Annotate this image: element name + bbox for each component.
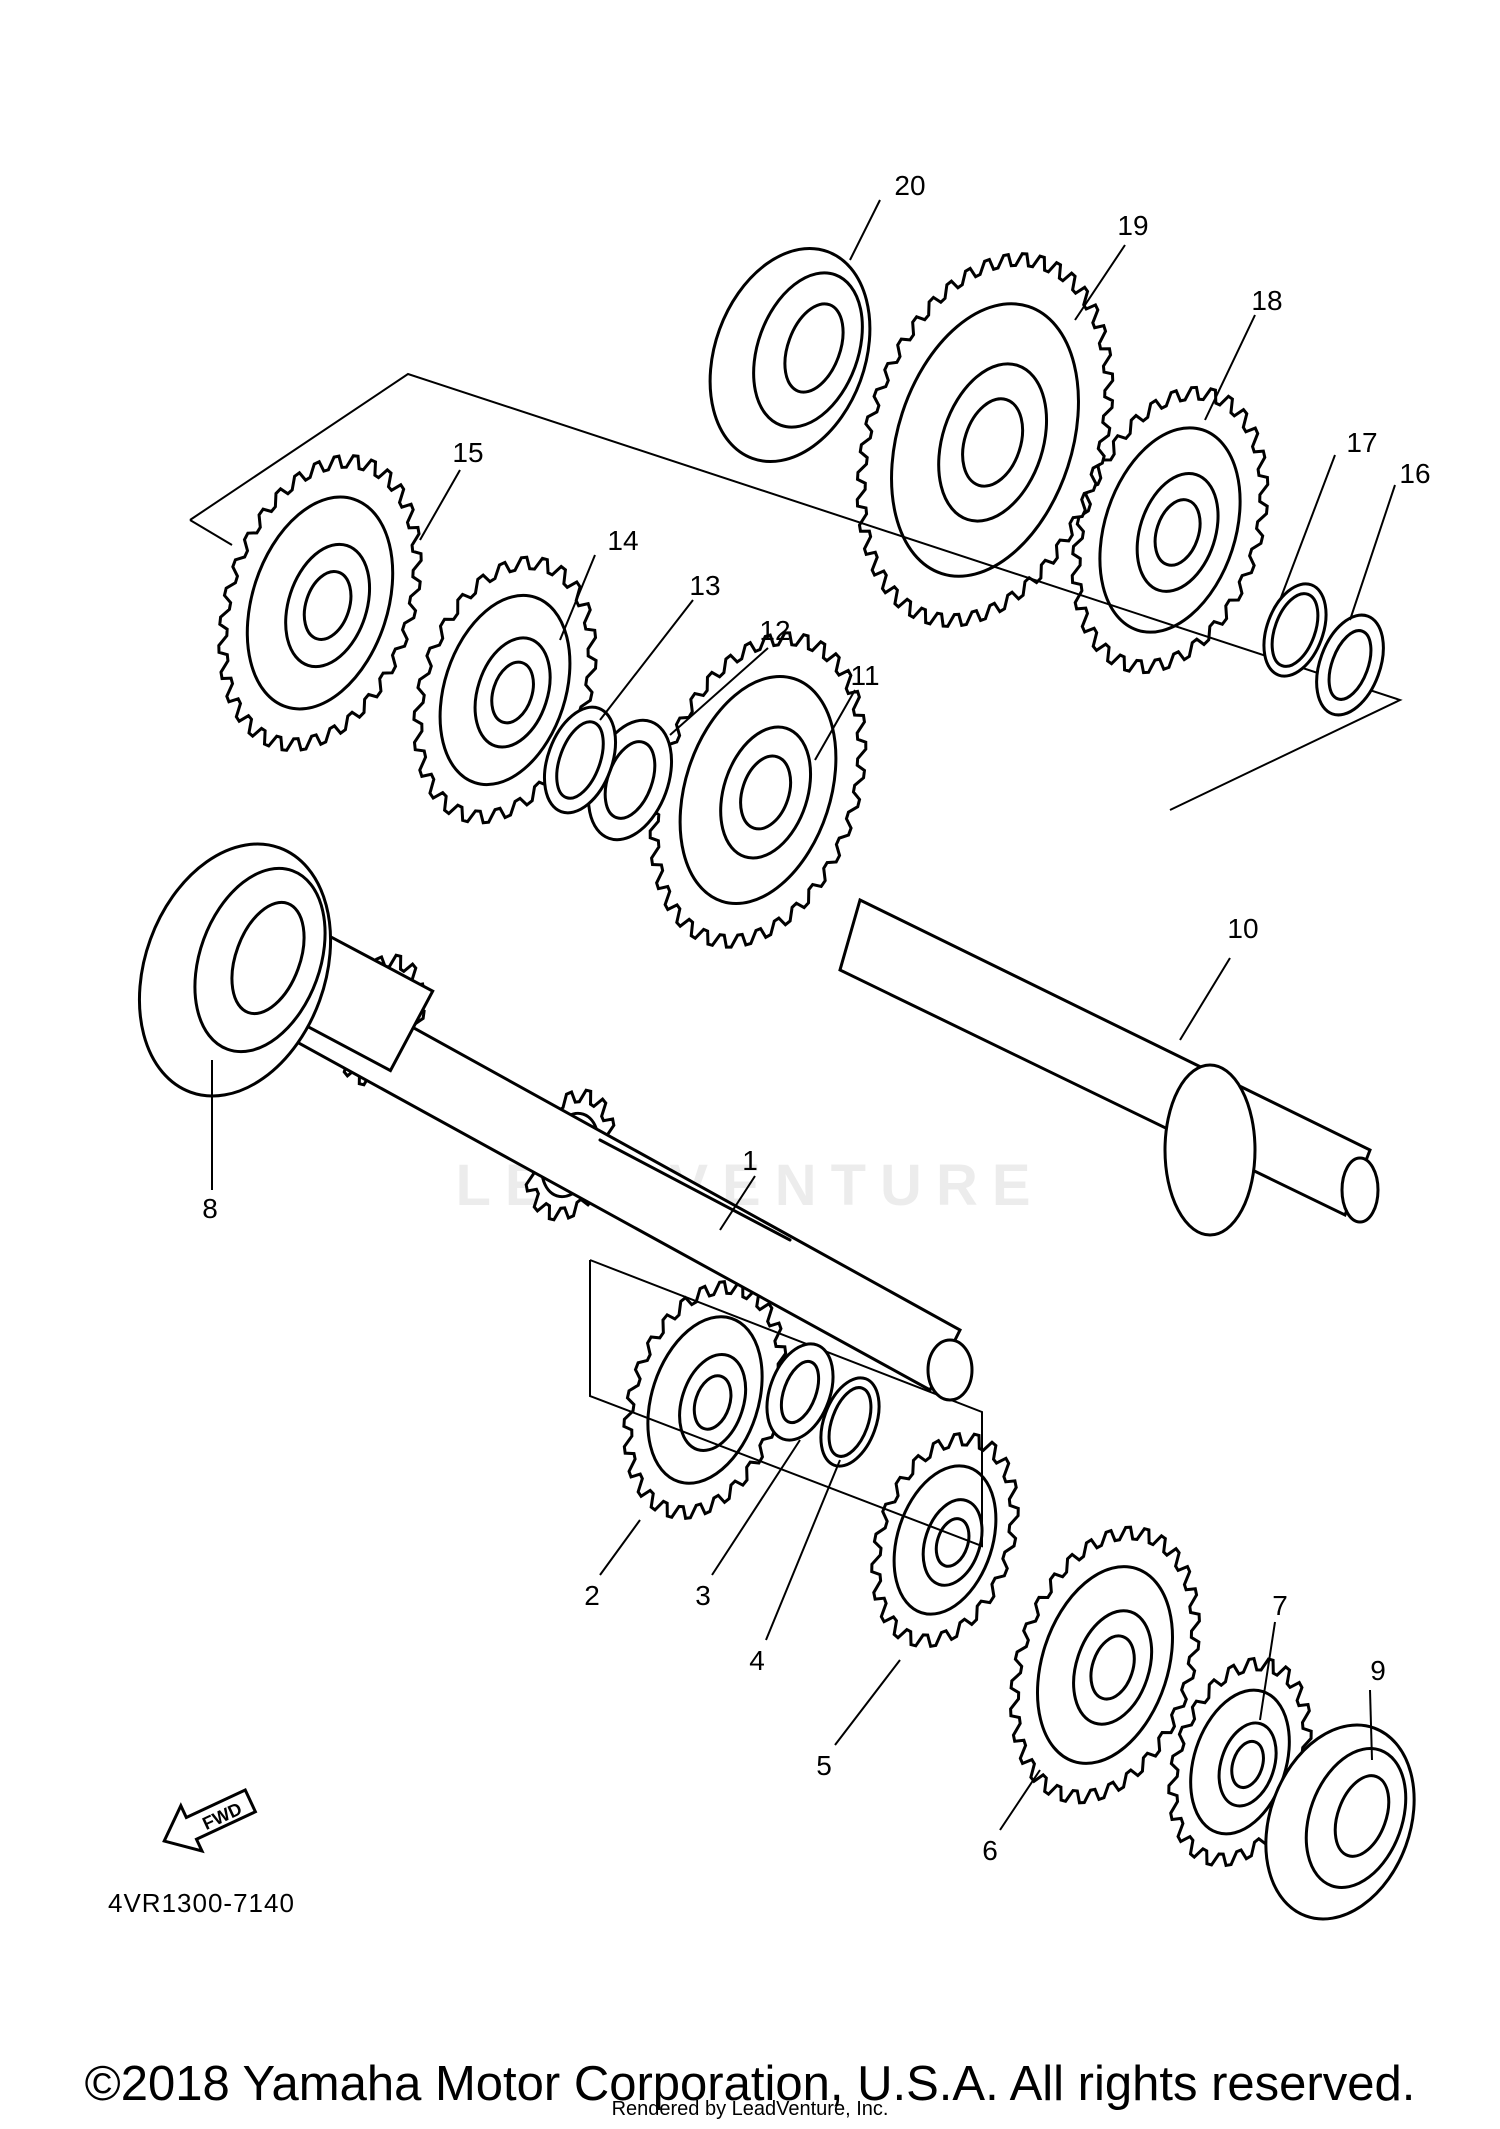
label-7: 7 [1272, 1590, 1288, 1621]
label-10: 10 [1227, 913, 1258, 944]
gear-5 [870, 1432, 1020, 1648]
gear-18-ring-2 [1153, 498, 1202, 567]
gear-6 [1009, 1525, 1201, 1805]
washer-4 [819, 1376, 881, 1468]
gear-11 [648, 631, 868, 949]
bearing-20 [708, 246, 872, 464]
label-2: 2 [584, 1580, 600, 1611]
label-8: 8 [202, 1193, 218, 1224]
bearing-8 [137, 842, 333, 1098]
gear-15 [217, 454, 423, 752]
fwd-arrow-icon: FWD [162, 1788, 258, 1854]
circlip-3 [765, 1342, 835, 1442]
copyright-notice: ©2018 Yamaha Motor Corporation, U.S.A. A… [84, 2057, 1416, 2111]
drive-axle [838, 897, 1380, 1237]
bracket-upper [189, 372, 1403, 811]
label-13: 13 [689, 570, 720, 601]
label-20: 20 [894, 170, 925, 201]
washer-17 [1262, 582, 1328, 678]
gear-2 [622, 1280, 788, 1520]
label-1: 1 [742, 1145, 758, 1176]
rendered-by-credit: Rendered by LeadVenture, Inc. [611, 2098, 889, 2120]
leader-lines [211, 199, 1396, 1831]
label-12: 12 [759, 615, 790, 646]
main-shaft [273, 932, 974, 1402]
label-6: 6 [982, 1835, 998, 1866]
gear-11-ring-2 [739, 754, 793, 831]
label-15: 15 [452, 437, 483, 468]
circlip-16 [1315, 613, 1385, 717]
gear-18 [1070, 385, 1270, 675]
gear-7-ring-2 [1230, 1739, 1265, 1790]
label-3: 3 [695, 1580, 711, 1611]
label-16: 16 [1399, 458, 1430, 489]
gear-14-ring-2 [490, 660, 535, 725]
label-5: 5 [816, 1750, 832, 1781]
gear-19-ring-2 [961, 397, 1025, 488]
bracket-upper-left [189, 519, 233, 546]
label-17: 17 [1346, 427, 1377, 458]
label-4: 4 [749, 1645, 765, 1676]
label-18: 18 [1251, 285, 1282, 316]
label-14: 14 [607, 525, 638, 556]
label-11: 11 [850, 660, 879, 691]
gear-19 [855, 252, 1115, 628]
gear-2-ring-2 [692, 1374, 733, 1431]
label-19: 19 [1117, 210, 1148, 241]
washer-12 [586, 718, 674, 842]
label-9: 9 [1370, 1655, 1386, 1686]
gear-6-ring-2 [1089, 1634, 1136, 1701]
bracket-lower [589, 1259, 983, 1548]
drawing-code: 4VR1300-7140 [108, 1888, 295, 1918]
circlip-13 [543, 705, 617, 815]
gear-15-ring-2 [302, 570, 353, 641]
bearing-9 [1264, 1723, 1416, 1921]
part-labels: 1 2 3 4 5 6 7 8 9 10 11 12 13 14 15 16 1… [202, 170, 1430, 1866]
